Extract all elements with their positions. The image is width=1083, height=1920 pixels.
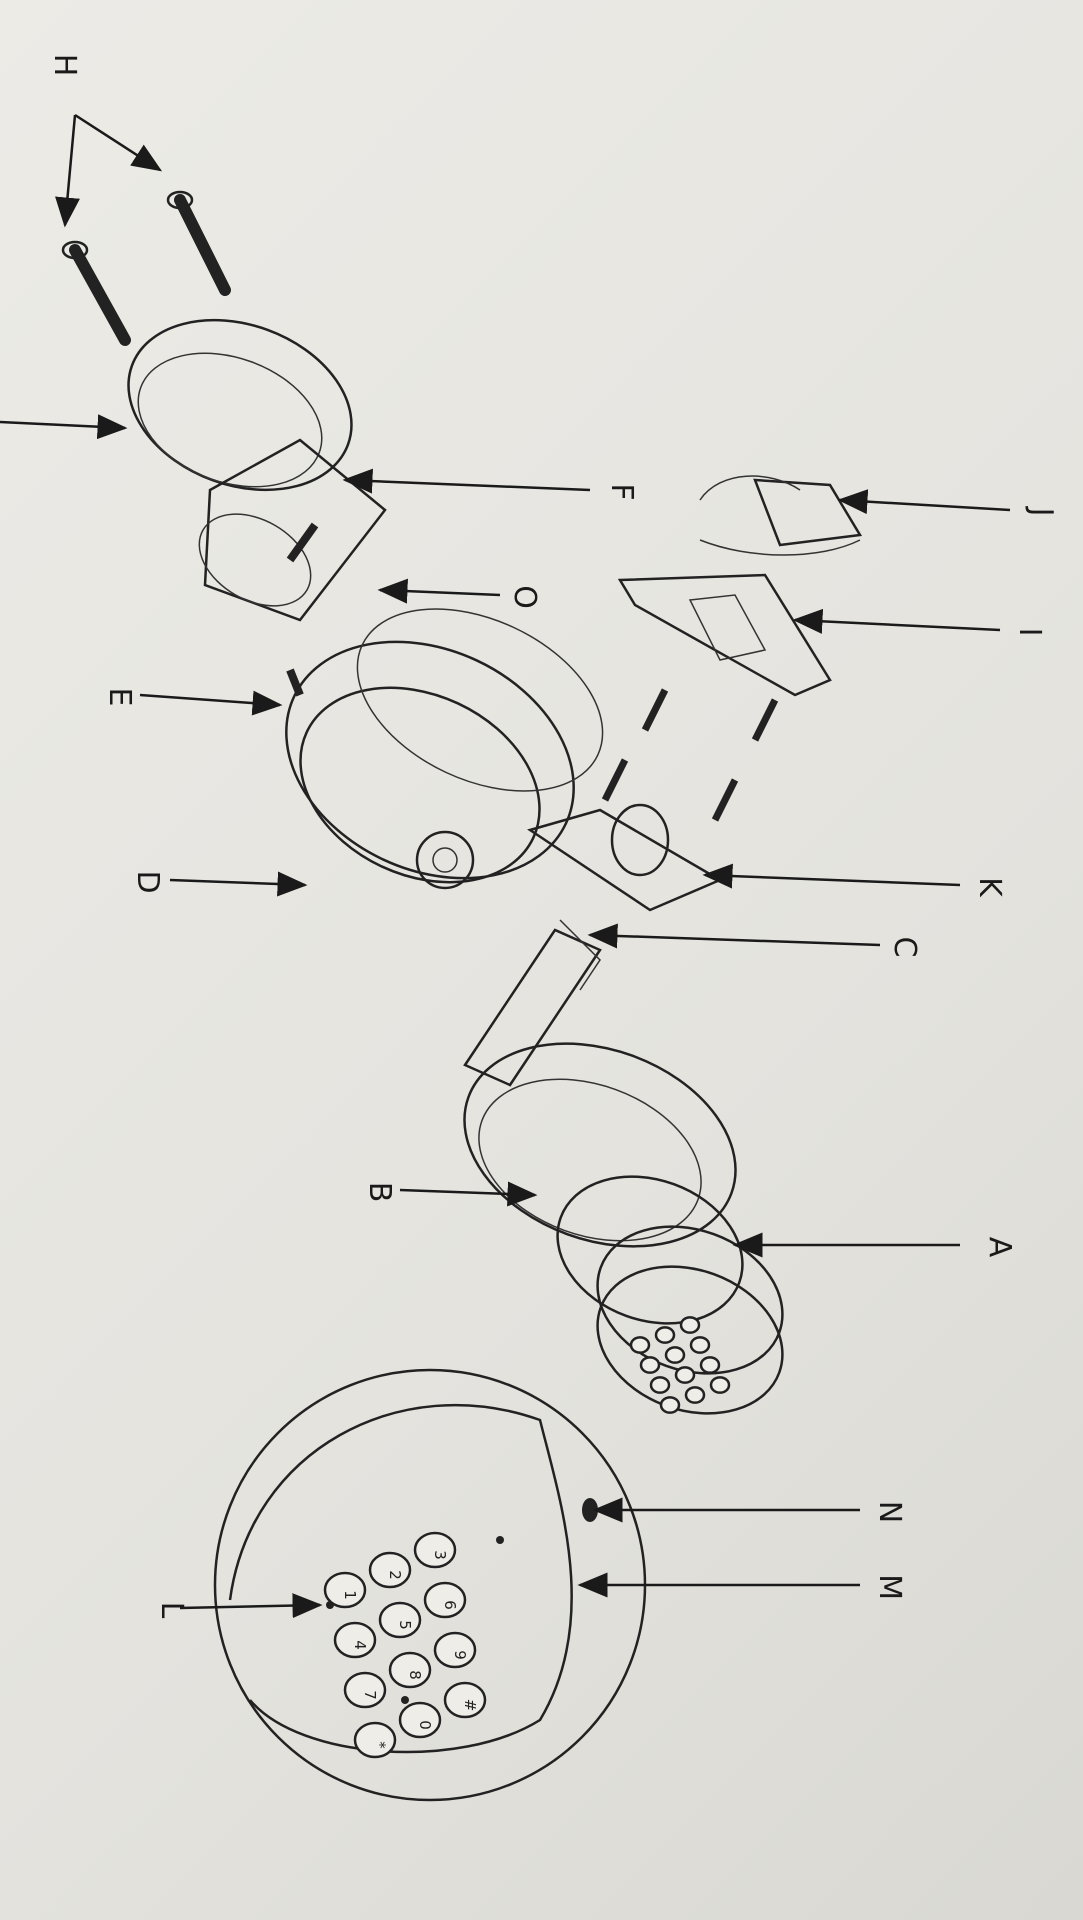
keypad-key [684, 1386, 706, 1404]
keypad-key: 7 [343, 1671, 387, 1709]
strike-plate [617, 573, 832, 697]
keypad-key [639, 1356, 661, 1374]
label-k: K [972, 877, 1007, 898]
svg-text:8: 8 [406, 1670, 424, 1680]
strike-box [753, 478, 863, 547]
keypad-key: 9 [433, 1631, 477, 1669]
keypad-key [659, 1396, 681, 1414]
label-f: F [604, 483, 639, 500]
keypad-key: 3 [413, 1531, 457, 1569]
svg-text:5: 5 [396, 1620, 414, 1630]
label-c: C [887, 937, 922, 958]
callout-labels: H F O E D J I K C B A L M N [47, 54, 1059, 1619]
svg-text:4: 4 [351, 1640, 369, 1650]
label-i: I [1012, 628, 1047, 637]
svg-text:9: 9 [451, 1650, 469, 1660]
latch-screws [601, 688, 779, 822]
svg-text:0: 0 [416, 1720, 434, 1730]
motor-housing [198, 438, 387, 622]
label-n: N [872, 1501, 907, 1523]
keypad-key: 1 [323, 1571, 367, 1609]
keypad-key [699, 1356, 721, 1374]
keypad-key [689, 1336, 711, 1354]
label-b: B [362, 1182, 397, 1203]
keypad-key: # [443, 1681, 487, 1719]
label-a: A [982, 1237, 1017, 1258]
keypad-key [654, 1326, 676, 1344]
svg-text:1: 1 [341, 1590, 359, 1600]
label-e: E [102, 688, 137, 707]
mounting-plate [127, 318, 353, 492]
keypad-key: 4 [333, 1621, 377, 1659]
inside-housing [285, 608, 604, 890]
keypad-key: 6 [423, 1581, 467, 1619]
svg-text:3: 3 [431, 1550, 449, 1560]
keypad-key: 2 [368, 1551, 412, 1589]
rose [463, 1042, 737, 1248]
keypad-detail: 1 2 3 4 5 6 7 8 9 * 0 # [213, 1368, 647, 1802]
keypad-key [629, 1336, 651, 1354]
svg-text:6: 6 [441, 1600, 459, 1610]
label-o: O [507, 585, 542, 609]
keypad-key: * [353, 1721, 397, 1759]
label-m: M [872, 1574, 907, 1600]
keypad-knob [556, 1175, 784, 1415]
svg-text:#: # [461, 1699, 479, 1712]
screws-h [61, 190, 231, 346]
keypad-key: 8 [388, 1651, 432, 1689]
label-j: J [1024, 506, 1059, 517]
svg-text:2: 2 [386, 1570, 404, 1580]
svg-text:7: 7 [361, 1690, 379, 1700]
latch [463, 803, 723, 1087]
keypad-key [709, 1376, 731, 1394]
keypad-key [674, 1366, 696, 1384]
keypad-key [649, 1376, 671, 1394]
svg-text:*: * [371, 1741, 389, 1749]
label-d: D [130, 870, 165, 893]
keypad-key: 5 [378, 1601, 422, 1639]
keypad-key [664, 1346, 686, 1364]
keypad-key [679, 1316, 701, 1334]
label-h: H [47, 54, 82, 77]
keypad-key: 0 [398, 1701, 442, 1739]
label-l: L [154, 1602, 189, 1619]
callout-arrows [0, 113, 1011, 1619]
